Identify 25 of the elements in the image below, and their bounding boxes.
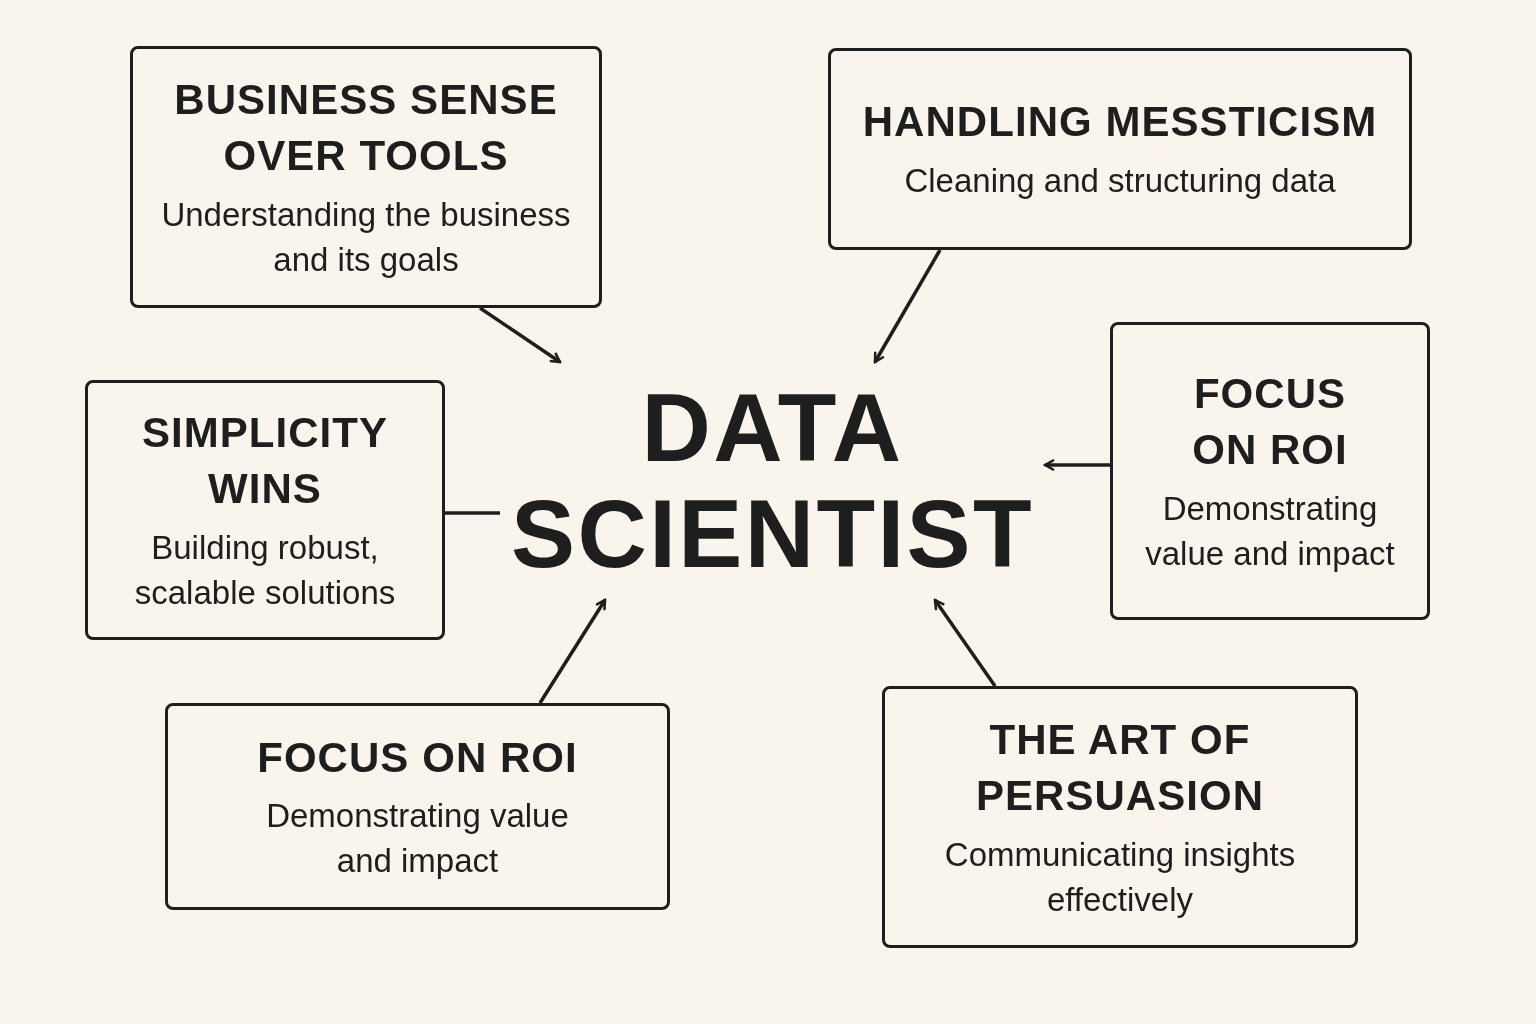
note-box bbox=[882, 686, 1358, 948]
description-text: Cleaning and structuring data bbox=[903, 161, 1337, 202]
description-text: Building robust, scalable solutions bbox=[133, 528, 397, 613]
description-text: Demonstrating value and impact bbox=[1144, 489, 1396, 574]
description-text: Demonstrating value and impact bbox=[265, 796, 570, 881]
description-text: Communicating insights effectively bbox=[943, 835, 1297, 920]
note-box bbox=[85, 380, 445, 640]
heading-text: FOCUS ON ROI bbox=[256, 732, 579, 783]
description-text: Understanding the business and its goals bbox=[160, 195, 572, 280]
title-text: DATA SCIENTIST bbox=[500, 362, 1045, 600]
arrow bbox=[479, 306, 562, 364]
arrow bbox=[538, 598, 607, 704]
heading-text: SIMPLICITY WINS bbox=[140, 407, 390, 515]
arrow bbox=[933, 598, 997, 687]
note-box bbox=[828, 48, 1412, 250]
heading-text: THE ART OF PERSUASION bbox=[974, 714, 1266, 822]
connector-line bbox=[445, 511, 500, 515]
heading-text: BUSINESS SENSE OVER TOOLS bbox=[173, 74, 559, 182]
note-box bbox=[1110, 322, 1430, 620]
note-box bbox=[130, 46, 602, 308]
note-box bbox=[165, 703, 670, 910]
heading-text: FOCUS ON ROI bbox=[1191, 368, 1349, 476]
arrow bbox=[1043, 458, 1110, 472]
heading-text: HANDLING MESSTICISM bbox=[861, 97, 1379, 148]
arrow bbox=[873, 249, 942, 364]
